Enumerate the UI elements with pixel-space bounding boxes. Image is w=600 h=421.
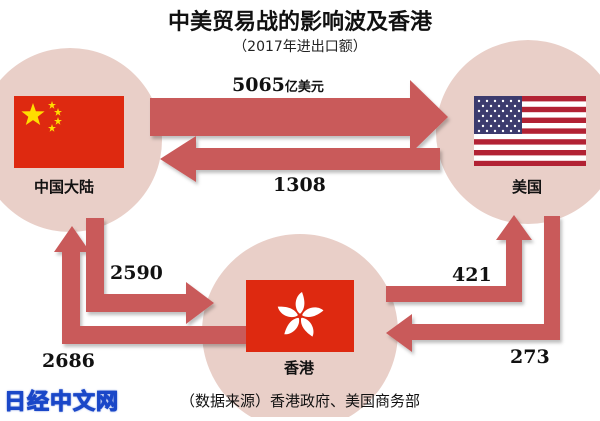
label-china-to-usa: 5065亿美元 bbox=[232, 74, 324, 96]
value-hk-to-usa: 421 bbox=[452, 264, 492, 286]
arrow-usa-to-china bbox=[160, 136, 440, 182]
value-usa-to-china: 1308 bbox=[273, 174, 326, 196]
diagram-subtitle: （2017年进出口额） bbox=[233, 39, 367, 55]
value-hk-to-china: 2686 bbox=[42, 350, 95, 372]
value-usa-to-hk: 273 bbox=[510, 346, 550, 368]
label-china: 中国大陆 bbox=[34, 178, 95, 196]
watermark-logo: 日经中文网 bbox=[3, 390, 120, 416]
usa-flag bbox=[474, 96, 586, 166]
value-china-to-usa: 5065 bbox=[232, 74, 285, 96]
value-china-to-hk: 2590 bbox=[110, 262, 163, 284]
label-usa: 美国 bbox=[512, 178, 543, 196]
label-hongkong: 香港 bbox=[284, 359, 315, 377]
hongkong-flag bbox=[246, 280, 354, 352]
arrow-china-to-usa bbox=[150, 80, 448, 154]
diagram-title: 中美贸易战的影响波及香港 bbox=[167, 10, 432, 35]
arrow-hk-to-usa bbox=[386, 215, 532, 302]
unit-label: 亿美元 bbox=[284, 80, 324, 95]
china-flag bbox=[14, 96, 124, 168]
arrow-hk-to-china bbox=[54, 226, 252, 344]
source-note: （数据来源）香港政府、美国商务部 bbox=[179, 392, 420, 410]
arrow-usa-to-hk bbox=[386, 216, 560, 352]
arrow-china-to-hk bbox=[86, 218, 214, 324]
